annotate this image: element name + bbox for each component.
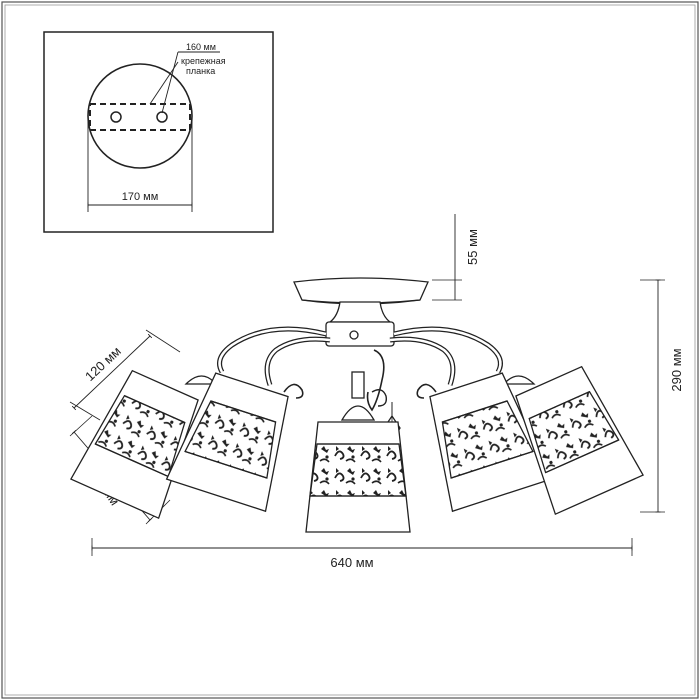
inner-frame <box>4 4 696 696</box>
chandelier <box>70 277 644 533</box>
mounting-hole-right <box>156 111 168 123</box>
mounting-bar <box>89 103 191 131</box>
leader-bar <box>149 61 179 105</box>
bar-name-line2: планка <box>186 66 215 76</box>
mounting-inset: 160 мм крепежная планка 170 мм <box>43 31 274 233</box>
arm-right <box>389 336 456 386</box>
shade-right <box>429 372 553 513</box>
canopy <box>293 277 429 304</box>
total-width-dimension: 640 мм <box>91 538 633 570</box>
mounting-hole-left <box>110 111 122 123</box>
bar-name-line1: крепежная <box>181 56 226 66</box>
bar-length-label: 160 мм <box>186 42 216 52</box>
base-height-label: 55 мм <box>465 229 480 265</box>
shade-center <box>305 421 411 533</box>
shade-far-right <box>515 365 644 516</box>
arm-left <box>264 336 331 386</box>
total-height-dimension: 290 мм <box>640 279 684 513</box>
total-width-label: 640 мм <box>330 555 373 570</box>
base-plate-circle <box>87 63 193 169</box>
shade-height-label: 120 мм <box>82 343 124 383</box>
base-diameter-label: 170 мм <box>122 191 159 203</box>
shade-far-left <box>70 369 199 520</box>
stem <box>328 301 392 323</box>
base-height-dimension: 55 мм <box>432 214 480 301</box>
total-height-label: 290 мм <box>669 348 684 391</box>
shade-left <box>165 372 289 513</box>
hub <box>325 321 395 347</box>
leader-160 <box>161 51 179 114</box>
